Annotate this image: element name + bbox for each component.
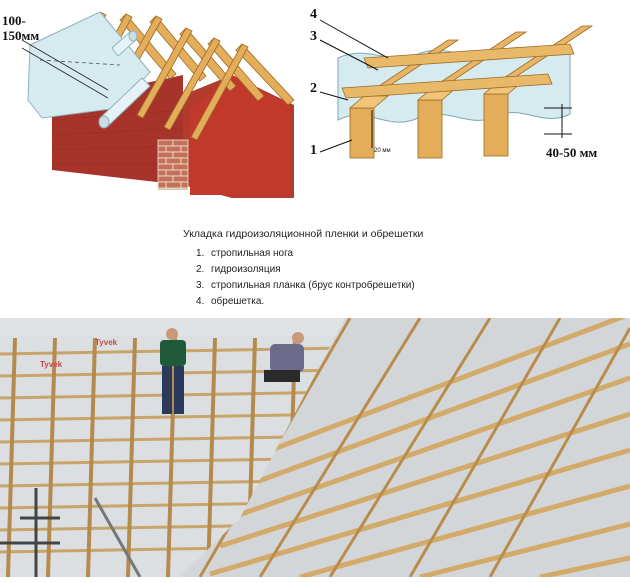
membrane-roll-bottom xyxy=(98,77,151,129)
brick-corner xyxy=(157,139,189,190)
scaffolding xyxy=(0,488,142,578)
legend-item: 4. обрешетка. xyxy=(196,294,415,310)
membrane-overlap-diagram: 100- 150мм xyxy=(0,0,300,205)
dimension-line xyxy=(21,39,109,91)
callout-3: 3 xyxy=(310,29,317,44)
counter-batten-diagram: 4 3 2 1 20 мм 40-50 мм xyxy=(308,0,630,205)
height-label: 40-50 мм xyxy=(546,145,598,160)
overlap-label-line2: 150мм xyxy=(2,28,40,43)
callout-2: 2 xyxy=(310,81,317,96)
worker-right xyxy=(264,332,304,382)
gap-label: 20 мм xyxy=(374,148,391,154)
legend-number: 4. xyxy=(196,296,205,307)
legend-text: обрешетка. xyxy=(211,296,265,307)
figure-caption: Укладка гидроизоляционной пленки и обреш… xyxy=(183,228,424,240)
legend-number: 3. xyxy=(196,280,205,291)
membrane-print: Tyvek xyxy=(40,360,63,369)
membrane-roll-top xyxy=(111,30,138,57)
legend-number: 2. xyxy=(196,264,205,275)
legend-list: 1. стропильная нога 2. гидроизоляция 3. стр… xyxy=(196,246,415,310)
legend-text: стропильная планка (брус контробрешетки) xyxy=(211,280,415,291)
legend-number: 1. xyxy=(196,248,205,259)
legend-item: 1. стропильная нога xyxy=(196,246,415,262)
callout-4: 4 xyxy=(310,7,317,22)
dimension-line xyxy=(21,47,109,99)
roof-photo: Tyvek Tyvek xyxy=(0,318,630,578)
callout-line-1 xyxy=(319,139,353,153)
legend-text: гидроизоляция xyxy=(211,264,281,275)
battens xyxy=(341,43,575,99)
worker-left xyxy=(160,328,186,414)
legend-item: 2. гидроизоляция xyxy=(196,262,415,278)
overlap-dash xyxy=(39,59,121,66)
legend-text: стропильная нога xyxy=(211,248,294,259)
overlap-label-line1: 100- xyxy=(2,13,26,28)
callout-line-3 xyxy=(319,39,379,71)
callout-line-4 xyxy=(319,19,389,59)
membrane-print: Tyvek xyxy=(95,338,118,347)
legend-item: 3. стропильная планка (брус контробрешетк… xyxy=(196,278,415,294)
callout-line-2 xyxy=(319,91,349,101)
callout-1: 1 xyxy=(310,143,317,158)
